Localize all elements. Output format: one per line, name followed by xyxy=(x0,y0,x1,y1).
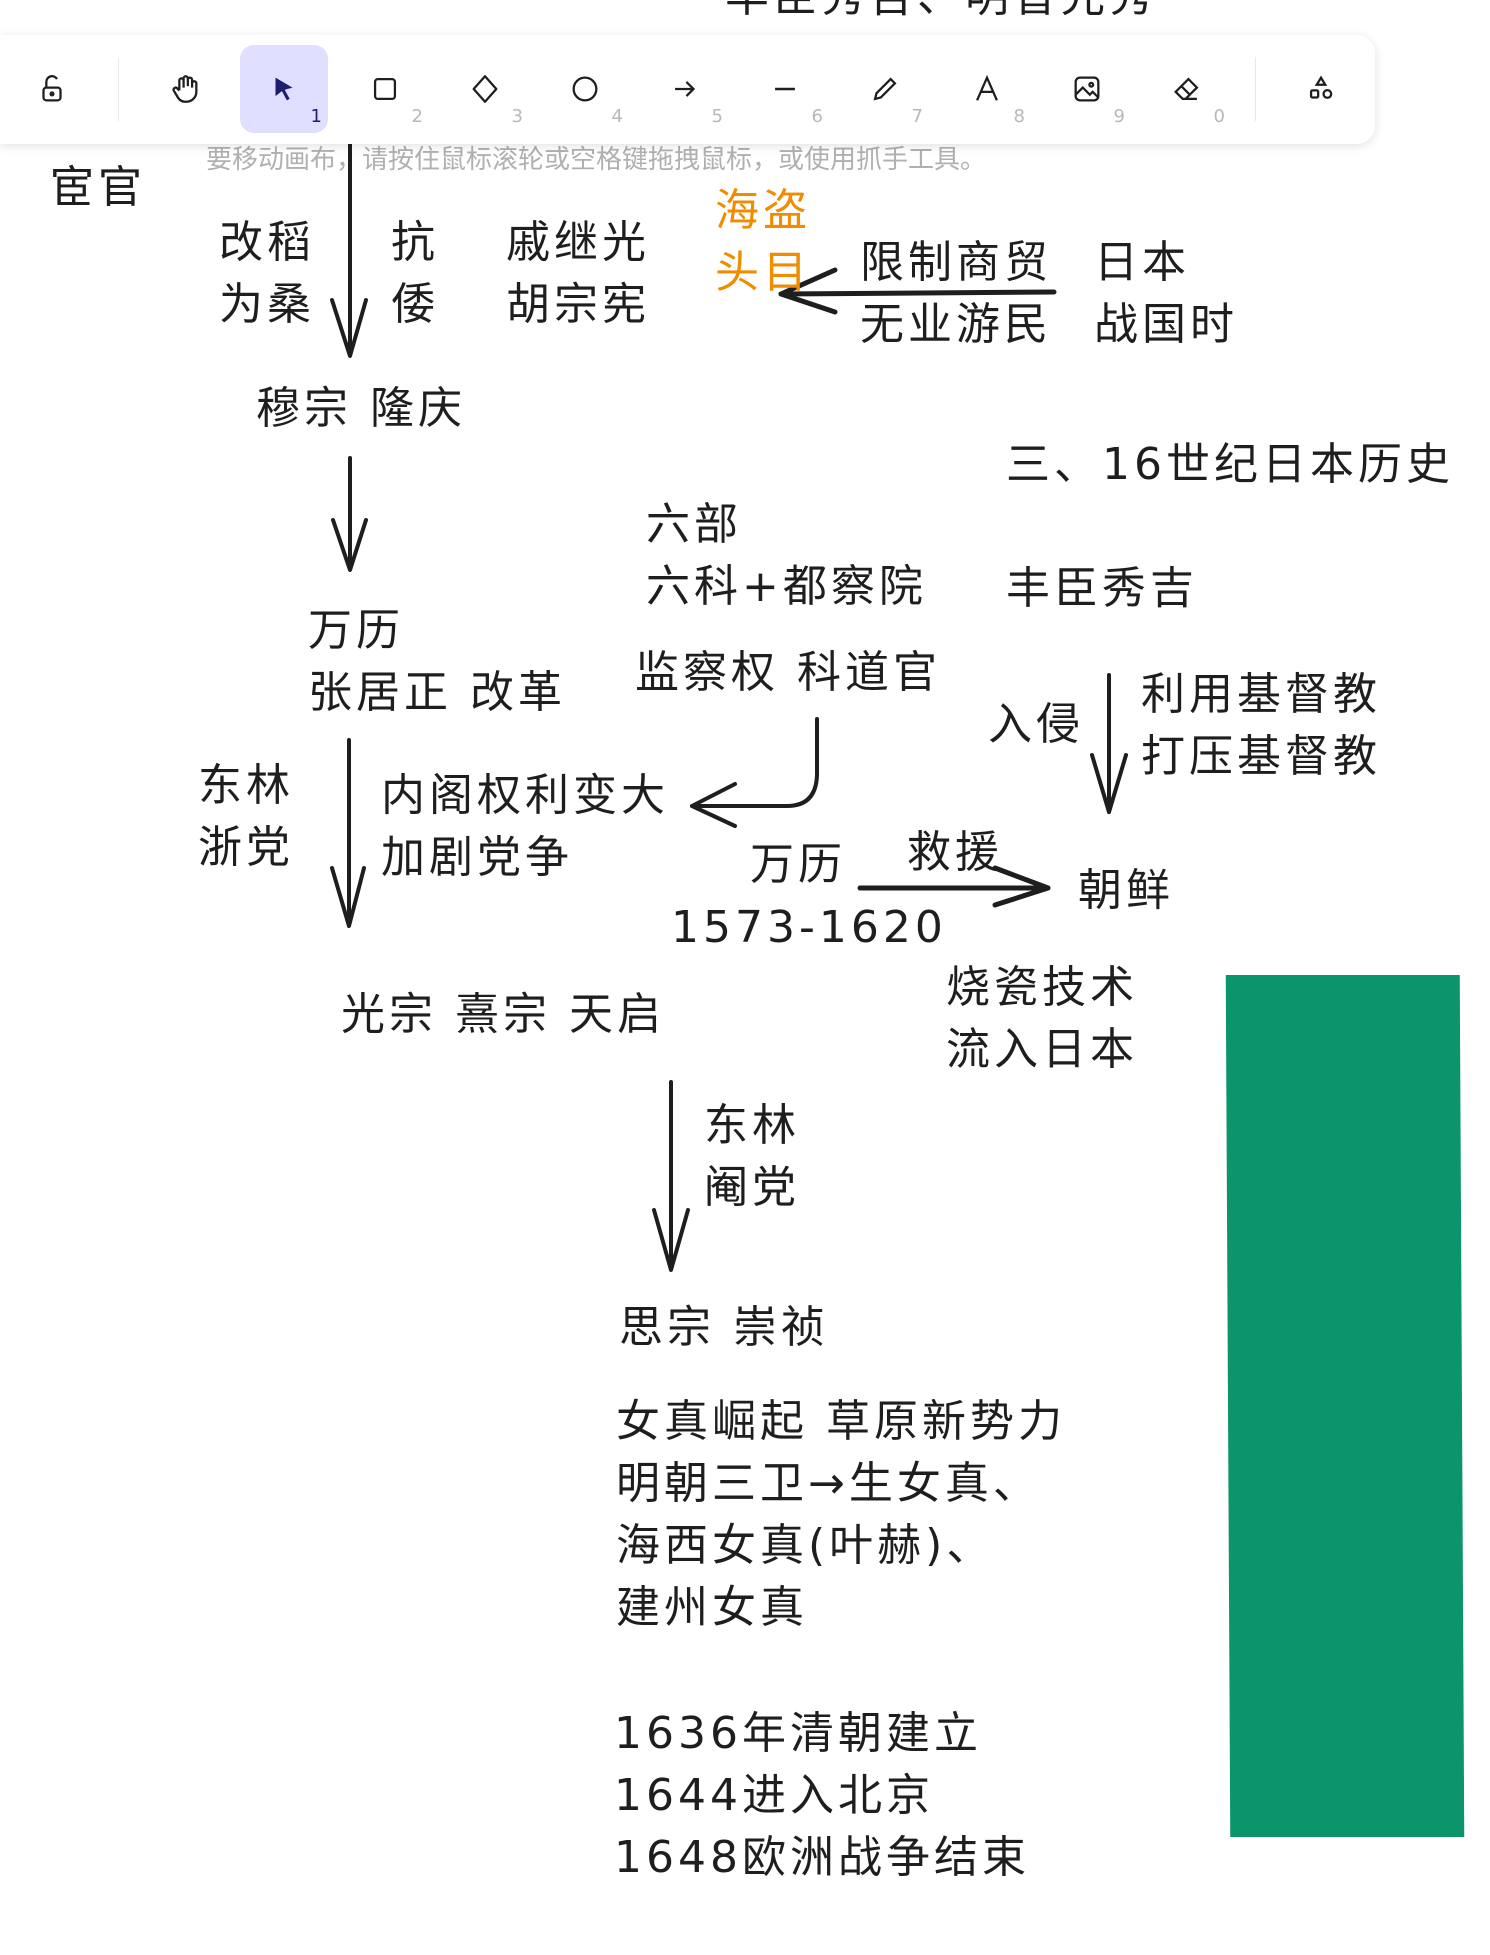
extra-tools-button[interactable] xyxy=(1277,45,1365,133)
text-section3[interactable]: 三、16世纪日本历史 xyxy=(1006,439,1454,490)
toolbar-divider xyxy=(1255,57,1256,121)
shortcut-key: 3 xyxy=(511,106,523,127)
arrow-right-icon xyxy=(675,81,696,97)
text-jiancha[interactable]: 监察权 科道官 xyxy=(635,647,941,698)
text-jurchen[interactable]: 女真崛起 草原新势力明朝三卫→生女真、海西女真(叶赫)、建州女真 xyxy=(616,1396,1066,1633)
shortcut-key: 1 xyxy=(310,106,322,127)
text-wanli2[interactable]: 万历 xyxy=(750,839,846,890)
ellipse-tool-button[interactable]: 4 xyxy=(541,45,629,133)
shortcut-key: 9 xyxy=(1113,106,1125,127)
text-donglin-yan[interactable]: 东林阉党 xyxy=(704,1100,800,1213)
eraser-tool-button[interactable]: 0 xyxy=(1143,45,1231,133)
lock-button[interactable] xyxy=(8,45,96,133)
text-gaidao[interactable]: 改稻为桑 xyxy=(219,217,315,330)
draw-tool-button[interactable]: 7 xyxy=(841,45,929,133)
text-korea[interactable]: 朝鲜 xyxy=(1078,865,1174,916)
text-guangzong[interactable]: 光宗 熹宗 天启 xyxy=(341,989,665,1040)
shortcut-key: 2 xyxy=(411,106,423,127)
green-rectangle[interactable] xyxy=(1225,975,1465,1837)
text-generals[interactable]: 戚继光胡宗宪 xyxy=(506,217,650,330)
arrow-down-4 xyxy=(652,1080,690,1272)
text-toyotomi[interactable]: 丰臣秀吉 xyxy=(1006,563,1198,614)
arrow-left-pirate xyxy=(778,267,1057,315)
text-porcelain[interactable]: 烧瓷技术流入日本 xyxy=(946,962,1138,1075)
text-sizong[interactable]: 思宗 崇祯 xyxy=(619,1302,829,1353)
text-top-cut[interactable]: 丰臣秀吉、明智光秀 xyxy=(725,0,1157,28)
text-kangwo[interactable]: 抗倭 xyxy=(391,217,439,330)
toolbar-divider xyxy=(118,57,119,121)
arrow-down-3 xyxy=(330,738,366,928)
pan-hint: 要移动画布，请按住鼠标滚轮或空格键拖拽鼠标，或使用抓手工具。 xyxy=(206,145,987,175)
image-tool-button[interactable]: 9 xyxy=(1043,45,1131,133)
rectangle-tool-button[interactable]: 2 xyxy=(341,45,429,133)
image-icon xyxy=(1074,76,1100,102)
hand-icon xyxy=(172,75,198,103)
text-rescue[interactable]: 救援 xyxy=(907,827,1003,878)
text-japan[interactable]: 日本战国时 xyxy=(1094,237,1238,350)
shortcut-key: 8 xyxy=(1013,106,1025,127)
shortcut-key: 7 xyxy=(911,106,923,127)
shortcut-key: 4 xyxy=(611,106,623,127)
pointer-icon xyxy=(275,77,293,101)
arrow-down-2 xyxy=(331,456,368,572)
text-huanguan[interactable]: 宦官 xyxy=(50,162,146,213)
arrow-hook xyxy=(690,717,819,828)
text-tool-button[interactable]: 8 xyxy=(943,45,1031,133)
text-muzong[interactable]: 穆宗 隆庆 xyxy=(256,383,466,434)
line-tool-button[interactable]: 6 xyxy=(741,45,829,133)
text-donglin-zhe[interactable]: 东林浙党 xyxy=(198,760,294,873)
hand-tool-button[interactable] xyxy=(141,45,229,133)
arrow-down-invade xyxy=(1090,673,1128,814)
shortcut-key: 5 xyxy=(711,106,723,127)
text-neige[interactable]: 内阁权利变大加剧党争 xyxy=(381,770,669,883)
text-invade[interactable]: 入侵 xyxy=(988,699,1084,750)
text-christian[interactable]: 利用基督教打压基督教 xyxy=(1141,669,1381,782)
eraser-icon xyxy=(1174,77,1199,101)
rectangle-icon xyxy=(373,77,397,101)
arrow-tool-button[interactable]: 5 xyxy=(641,45,729,133)
diamond-tool-button[interactable]: 3 xyxy=(441,45,529,133)
diamond-icon xyxy=(472,75,498,103)
selection-tool-button[interactable]: 1 xyxy=(240,45,328,133)
text-pirate[interactable]: 海盗头目 xyxy=(715,185,811,298)
shortcut-key: 6 xyxy=(811,106,823,127)
line-icon xyxy=(775,87,795,91)
pencil-icon xyxy=(873,77,897,101)
unlock-icon xyxy=(42,75,62,102)
text-liubu[interactable]: 六部六科+都察院 xyxy=(646,499,927,612)
ellipse-icon xyxy=(572,76,598,102)
shortcut-key: 0 xyxy=(1213,106,1225,127)
text-wanli[interactable]: 万历张居正 改革 xyxy=(308,605,566,718)
text-years[interactable]: 1573-1620 xyxy=(671,902,947,953)
text-icon xyxy=(976,74,998,101)
toolbar: 1 2 3 4 5 6 7 8 9 0 xyxy=(0,35,1375,144)
arrow-down-1 xyxy=(330,118,368,358)
shapes-icon xyxy=(1309,75,1333,99)
text-causes[interactable]: 限制商贸无业游民 xyxy=(860,237,1052,350)
arrow-right-korea xyxy=(857,865,1051,908)
